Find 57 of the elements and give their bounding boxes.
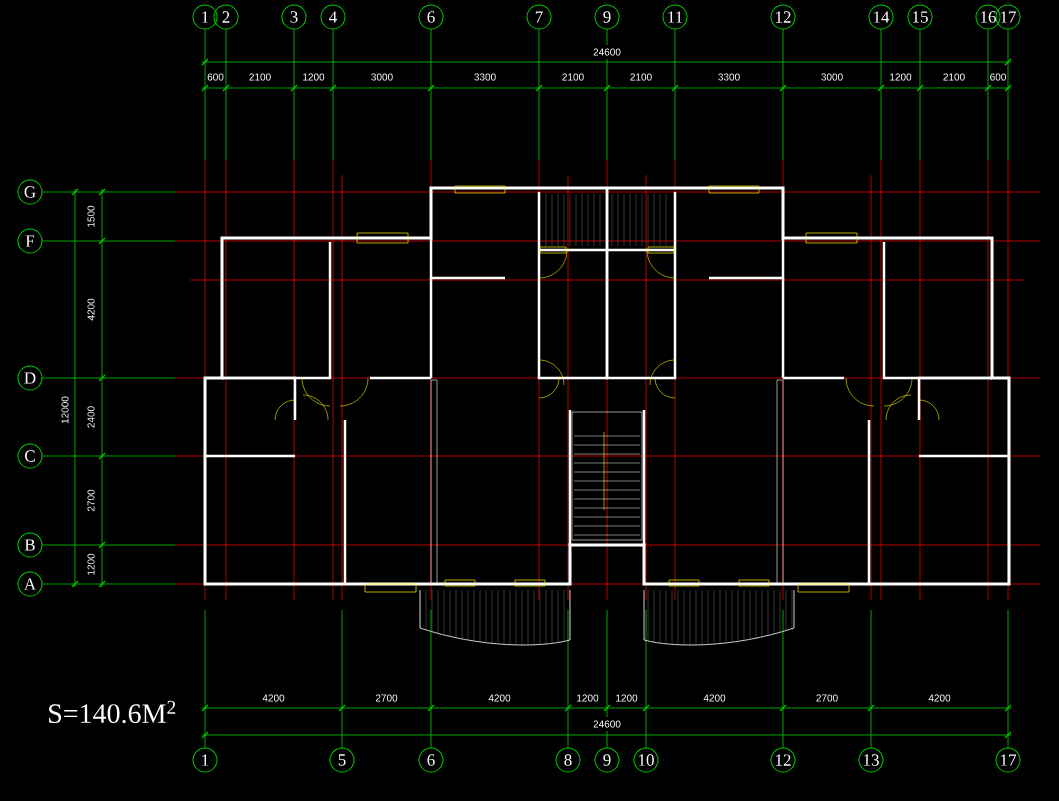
dimension-text: 2100 <box>249 73 271 81</box>
dimension-text: 1200 <box>577 694 599 702</box>
axis-bubble: 8 <box>555 747 581 773</box>
dimension-text: 24600 <box>593 48 621 56</box>
dimension-text: 4200 <box>87 298 95 321</box>
dimension-text: 3300 <box>474 73 496 81</box>
axis-bubble: 7 <box>526 4 552 30</box>
axis-bubble: D <box>17 365 43 391</box>
axis-bubble: C <box>17 443 43 469</box>
axis-bubble: 6 <box>418 747 444 773</box>
axis-bubble: 4 <box>320 4 346 30</box>
dimension-text: 2700 <box>87 489 95 512</box>
dimension-text: 2100 <box>943 73 965 81</box>
dimension-text: 1500 <box>87 205 95 227</box>
dimension-text: 2400 <box>87 406 95 428</box>
axis-bubble: 14 <box>868 4 894 30</box>
axis-bubble: 1 <box>192 747 218 773</box>
dimension-text: 4200 <box>703 694 726 702</box>
dimension-text: 24600 <box>593 720 621 728</box>
axis-bubble: A <box>17 571 43 597</box>
area-note: S=140.6M$^{2}$ <box>49 700 176 724</box>
axis-bubble: F <box>17 228 43 254</box>
axis-bubble: 13 <box>858 747 884 773</box>
dimension-text: 1200 <box>890 73 912 81</box>
axis-bubble: 15 <box>907 4 933 30</box>
dimension-text: 2700 <box>375 694 398 702</box>
axis-bubble: G <box>17 179 43 205</box>
dimension-text: 600 <box>990 73 1006 81</box>
dimension-text: 4200 <box>928 694 951 702</box>
dimension-text: 1200 <box>87 553 95 575</box>
axis-bubble: 12 <box>770 4 796 30</box>
dimension-text: 2100 <box>562 73 584 81</box>
dimension-text: 3300 <box>718 73 740 81</box>
axis-bubble: 16 <box>975 4 1001 30</box>
axis-bubble: 3 <box>281 4 307 30</box>
axis-bubble: 6 <box>418 4 444 30</box>
dimension-text: 12000 <box>61 396 69 424</box>
axis-bubble: B <box>17 532 43 558</box>
axis-bubble: 5 <box>329 747 355 773</box>
dimension-text: 600 <box>207 73 224 81</box>
axis-bubble: 9 <box>594 4 620 30</box>
dimension-text: 3000 <box>371 73 393 81</box>
axis-bubble: 2 <box>213 4 239 30</box>
axis-bubble: 9 <box>594 747 620 773</box>
dimension-text: 1200 <box>303 73 325 81</box>
axis-bubble: 1 <box>192 4 218 30</box>
dimension-text: 3000 <box>821 73 843 81</box>
dimension-text: 2700 <box>816 694 838 702</box>
dimension-text: 2100 <box>630 73 652 81</box>
dimension-text: 1200 <box>616 694 638 702</box>
dimension-text: 4200 <box>488 694 511 702</box>
axis-bubble: 17 <box>995 4 1021 30</box>
axis-bubble: 12 <box>770 747 796 773</box>
axis-bubble: 17 <box>995 747 1021 773</box>
dimension-text: 4200 <box>262 694 285 702</box>
axis-bubble: 11 <box>662 4 688 30</box>
axis-bubble: 10 <box>633 747 659 773</box>
